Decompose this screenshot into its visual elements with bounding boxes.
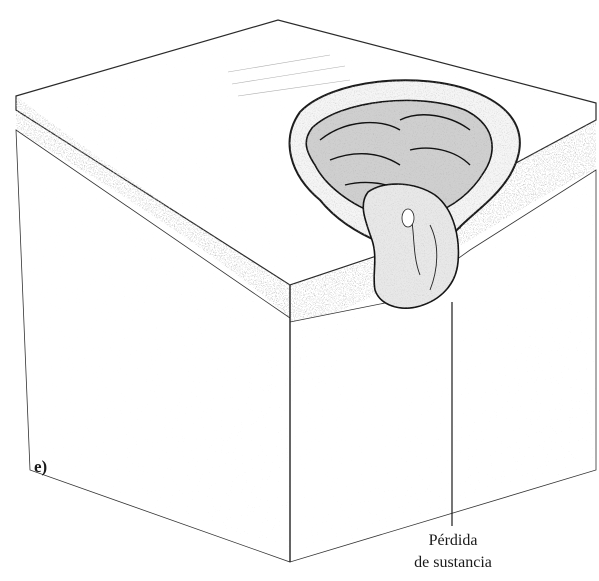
callout-label-line1: Pérdida <box>388 530 518 552</box>
callout-label-line2: de sustancia <box>388 552 518 574</box>
callout-label: Pérdida de sustancia <box>388 530 518 574</box>
panel-label: e) <box>34 457 47 477</box>
